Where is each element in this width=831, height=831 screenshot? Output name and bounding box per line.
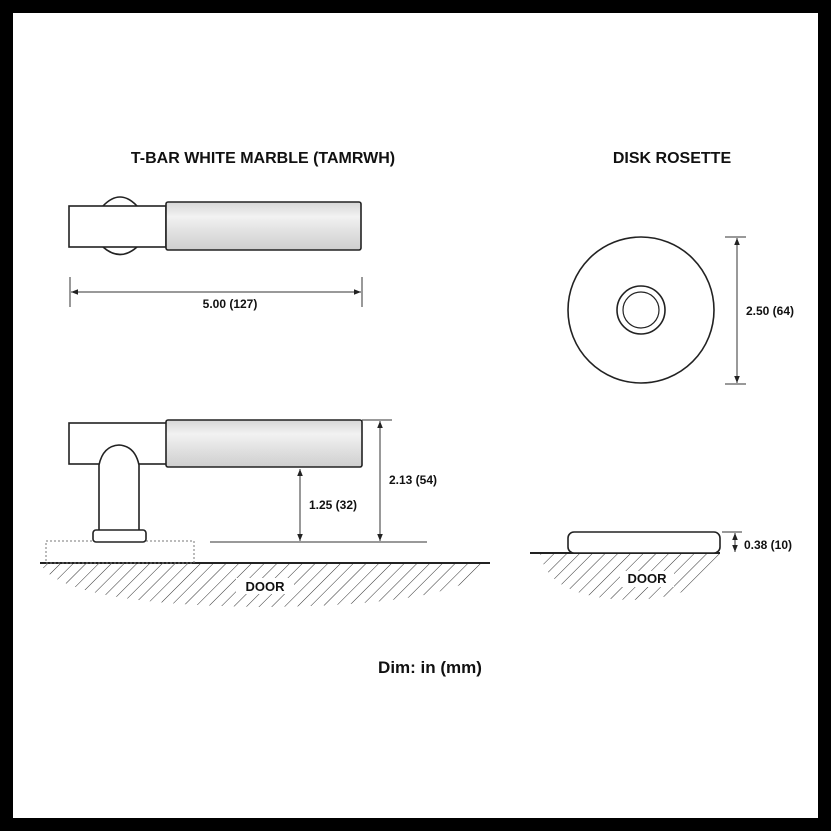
tbar-top-view xyxy=(68,196,362,256)
rosette-disk-side xyxy=(567,531,721,554)
rosette-top-view xyxy=(567,236,715,384)
marble-bar-side xyxy=(165,419,363,468)
rosette-edge-top xyxy=(102,196,138,207)
tbar-title: T-BAR WHITE MARBLE (TAMRWH) xyxy=(131,150,395,167)
projection-dim-label: 2.13 (54) xyxy=(389,473,437,487)
clearance-dim-label: 1.25 (32) xyxy=(309,498,357,512)
door-label-right: DOOR xyxy=(628,571,668,586)
rosette-edge-bottom xyxy=(102,246,138,256)
drawing-background xyxy=(13,13,818,818)
tbar-post xyxy=(98,444,140,531)
rosette-title: DISK ROSETTE xyxy=(613,150,732,167)
diameter-dim-label: 2.50 (64) xyxy=(746,304,794,318)
tbar-base xyxy=(92,529,147,543)
length-dim-label: 5.00 (127) xyxy=(203,297,258,311)
tbar-stem-top xyxy=(68,205,167,248)
diameter-dimension xyxy=(725,236,746,385)
units-note: Dim: in (mm) xyxy=(378,658,482,677)
door-label-left: DOOR xyxy=(246,579,286,594)
marble-bar-top xyxy=(165,201,362,251)
length-dimension xyxy=(69,277,363,307)
thickness-dim-label: 0.38 (10) xyxy=(744,538,792,552)
